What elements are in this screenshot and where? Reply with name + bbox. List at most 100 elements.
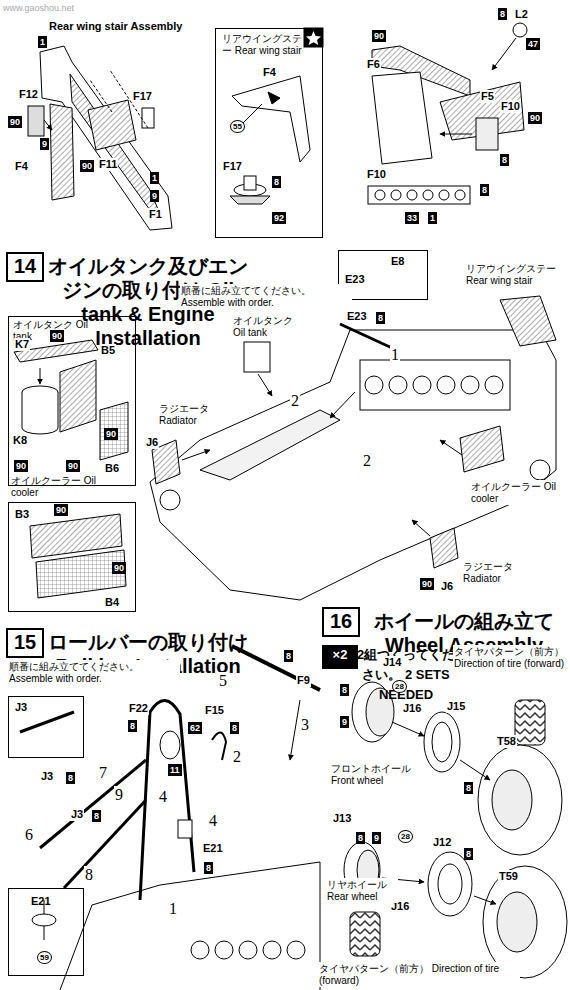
assembly-order: 1 <box>168 900 178 918</box>
part-name: F10 <box>366 168 387 181</box>
paint-code: 8 <box>284 650 293 662</box>
paint-code: 90 <box>112 562 126 574</box>
quantity-box: ×22組つくってください。 2 SETS NEEDED <box>322 645 358 669</box>
part-count: 55 <box>230 120 245 133</box>
inset-frame: J3 <box>8 696 84 758</box>
part-name: F9 <box>296 674 311 687</box>
step-number: 16 <box>324 609 358 633</box>
node-text: 2組つくってください。 2 SETS NEEDED <box>356 645 456 705</box>
paint-code: 8 <box>92 810 101 822</box>
part-name: F4 <box>262 66 277 79</box>
part-name: F6 <box>366 58 381 71</box>
assembly-order: 4 <box>208 812 218 830</box>
part-name: F5 <box>480 90 495 103</box>
paint-code: 8 <box>464 848 473 860</box>
paint-code: 90 <box>54 504 68 516</box>
paint-code: 90 <box>50 330 64 342</box>
paint-code: 8 <box>356 832 365 844</box>
assembly-order: 5 <box>218 672 228 690</box>
part-name: J13 <box>332 812 352 825</box>
paint-code: 8 <box>340 684 349 696</box>
paint-code: 8 <box>498 8 507 20</box>
part-name: Rear wing stair Assembly <box>48 20 183 33</box>
inset-frame: E2159 <box>8 888 84 976</box>
step16-art <box>344 682 567 978</box>
paint-code: 9 <box>372 832 381 844</box>
step-number-box: 16ホイールの組み立て Wheel Assembly <box>322 607 360 637</box>
step-number: ×2 <box>322 645 358 665</box>
paint-code: 90 <box>8 116 22 128</box>
part-name: K8 <box>12 434 28 447</box>
part-name: T59 <box>498 870 519 883</box>
note-text: 順番に組み立ててください。 Assemble with order. <box>180 284 352 309</box>
paint-code: 90 <box>14 460 28 472</box>
paint-code: 92 <box>272 212 286 224</box>
note-text: ラジエータ Radiator <box>462 560 524 585</box>
step-number-box: 15ロールバーの取り付け Roll bar Installation <box>6 628 44 658</box>
part-name: J6 <box>440 580 454 593</box>
paint-code: 8 <box>128 720 137 732</box>
paint-code: 8 <box>480 184 489 196</box>
part-name: J14 <box>382 656 402 669</box>
paint-code: 1 <box>150 172 159 184</box>
note-text: リアウイングステー Rear wing stair <box>465 262 567 287</box>
step15-art <box>20 646 320 990</box>
paint-code: 90 <box>66 460 80 472</box>
assembly-order: 8 <box>84 866 94 884</box>
paint-code: 62 <box>188 722 202 734</box>
note-text: フロントホイール Front wheel <box>330 762 412 787</box>
node-text: E21 <box>31 895 51 907</box>
part-name: K7 <box>14 338 30 351</box>
part-name: J6 <box>145 436 159 449</box>
part-count: 28 <box>392 680 407 693</box>
assembly-order: 3 <box>300 716 310 734</box>
note-text: オイルクーラー Oil cooler <box>470 480 562 505</box>
paint-code: 1 <box>38 36 47 48</box>
assembly-order: 6 <box>24 826 34 844</box>
assembly-order: 2 <box>232 748 242 766</box>
step-number: 14 <box>8 254 42 278</box>
part-name: J15 <box>446 700 466 713</box>
part-name: L2 <box>514 8 529 21</box>
watermark: www.gaoshou.net <box>3 3 74 13</box>
part-name: F12 <box>18 88 39 101</box>
note-text: オイルタンク Oil tank <box>232 314 294 339</box>
part-name: J3 <box>70 808 84 821</box>
assembly-order: 2 <box>290 392 300 410</box>
step-number-box: 14オイルタンク及びエンジンの取り付け Oil tank & Engine In… <box>6 252 44 282</box>
paint-code: 90 <box>104 428 118 440</box>
part-name: F17 <box>222 160 243 173</box>
paint-code: 9 <box>40 138 49 150</box>
paint-code: 9 <box>150 190 159 202</box>
note-text: ラジエータ Radiator <box>158 402 220 427</box>
node-text: J3 <box>15 701 27 713</box>
step13-art <box>28 23 527 230</box>
note-text: 順番に組み立ててください。 Assemble with order. <box>8 660 180 685</box>
paint-code: 33 <box>405 212 419 224</box>
part-name: E21 <box>202 842 224 855</box>
paint-code: 47 <box>526 38 540 50</box>
paint-code: 11 <box>168 764 182 776</box>
part-name: E23 <box>346 310 368 323</box>
paint-code: 8 <box>272 176 281 188</box>
part-name: F22 <box>128 702 149 715</box>
node-text: リアウイングステー Rear wing stair <box>222 33 306 57</box>
inset-frame: リアウイングステー Rear wing stair <box>215 28 323 238</box>
assembly-order: 2 <box>362 452 372 470</box>
part-name: F17 <box>132 90 153 103</box>
part-name: F15 <box>204 704 225 717</box>
part-name: F4 <box>14 160 29 173</box>
paint-code: 8 <box>230 722 239 734</box>
part-name: B4 <box>104 596 120 609</box>
paint-code: 8 <box>376 312 385 324</box>
part-name: T58 <box>496 735 517 748</box>
part-count: 28 <box>398 830 413 843</box>
part-name: J3 <box>40 770 54 783</box>
part-name: F11 <box>98 158 118 171</box>
paint-code: 8 <box>204 862 213 874</box>
paint-code: 90 <box>80 160 94 172</box>
paint-code: 90 <box>420 578 434 590</box>
part-name: B5 <box>100 344 116 357</box>
paint-code: 8 <box>464 782 473 794</box>
assembly-order: 7 <box>98 764 108 782</box>
